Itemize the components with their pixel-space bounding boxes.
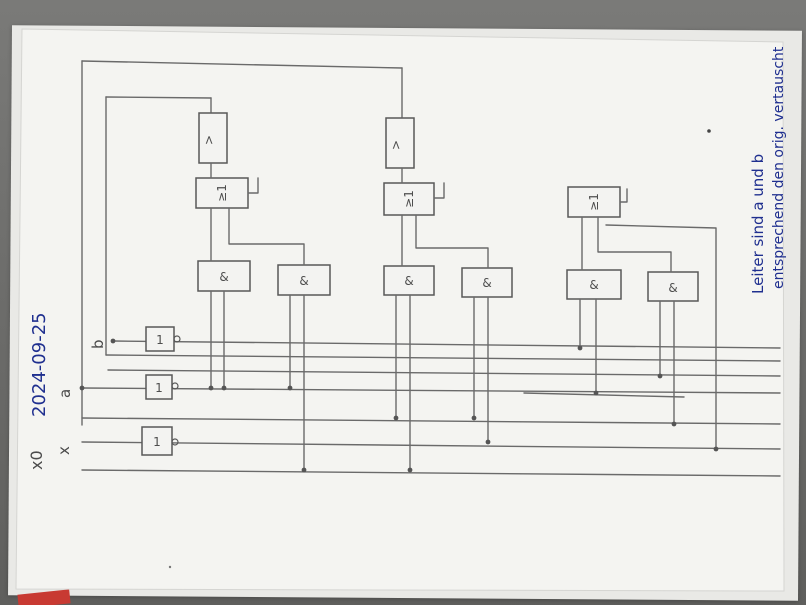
bus-line-a xyxy=(81,387,781,394)
col2-and-label-2: & xyxy=(482,276,491,290)
top-long-wire xyxy=(81,60,403,69)
col3-wire-4 xyxy=(619,188,628,203)
col3-and-gate-1 xyxy=(566,269,622,300)
col2-or-gate xyxy=(383,182,435,216)
col1-and-label-2: & xyxy=(299,274,308,288)
col1-wire-3 xyxy=(228,207,305,266)
col2-wire-3 xyxy=(415,214,489,269)
col3-and-label-1: & xyxy=(589,278,598,292)
bus-line-5 xyxy=(107,369,781,377)
col2-and-gate-1 xyxy=(383,265,435,296)
col1-buffer-label: > xyxy=(202,135,216,145)
not-gate-b xyxy=(145,326,175,352)
col1-or-label: ≥1 xyxy=(215,184,229,202)
col2-or-label: ≥1 xyxy=(402,190,416,208)
logic-column-2: > ≥1 & & xyxy=(383,67,513,471)
col3-and-gate-2 xyxy=(647,271,699,302)
col3-wire-2 xyxy=(597,216,672,273)
junction-dot-3 xyxy=(208,385,214,391)
paper-surface xyxy=(16,29,784,591)
junction-dot-10 xyxy=(485,439,491,445)
junction-dot-12 xyxy=(593,390,599,396)
pencil-mark-1 xyxy=(707,129,711,133)
top-short-wire xyxy=(105,96,212,99)
handwritten-note: Leiter sind a und b entsprechend den ori… xyxy=(749,46,787,294)
col3-wire-3 xyxy=(605,224,717,450)
junction-dot-4 xyxy=(221,385,227,391)
logic-column-3: ≥1 & & xyxy=(523,186,717,450)
not-gate-a-label: 1 xyxy=(155,381,163,395)
bus-line-x0 xyxy=(81,469,781,477)
bus-line-x xyxy=(81,441,781,450)
label-x: x xyxy=(55,446,73,455)
junction-dot-14 xyxy=(671,421,677,427)
junction-dot-1 xyxy=(79,385,85,391)
junction-dot-9 xyxy=(471,415,477,421)
junction-dot-2 xyxy=(110,338,116,344)
input-labels: x0 x a b xyxy=(27,339,107,470)
col1-and-label-1: & xyxy=(219,270,228,284)
handwritten-date: 2024-09-25 xyxy=(29,312,50,417)
junction-dots xyxy=(79,338,719,473)
bus-line-4 xyxy=(81,417,781,425)
col2-buffer xyxy=(385,117,415,169)
note-line-2: entsprechend den orig. vertauscht xyxy=(771,46,787,289)
not-gate-b-label: 1 xyxy=(156,333,164,347)
not-gate-x-bubble xyxy=(171,438,179,446)
not-gate-x-label: 1 xyxy=(153,435,161,449)
logic-column-1: > ≥1 & & xyxy=(195,97,331,471)
bus-line-6 xyxy=(105,354,781,362)
junction-dot-7 xyxy=(393,415,399,421)
label-a: a xyxy=(56,389,74,398)
left-input-gates: 1 1 1 xyxy=(141,326,181,456)
col2-buffer-label: > xyxy=(389,140,403,150)
not-gate-a-bubble xyxy=(171,382,179,390)
col2-and-label-1: & xyxy=(404,274,413,288)
col1-or-gate xyxy=(195,177,249,209)
label-b: b xyxy=(89,339,107,349)
col1-buffer xyxy=(198,112,228,164)
col2-wire-4 xyxy=(433,182,445,199)
not-gate-b-bubble xyxy=(173,335,181,343)
junction-dot-13 xyxy=(657,373,663,379)
col3-or-label: ≥1 xyxy=(587,193,601,211)
not-gate-x xyxy=(141,426,173,456)
col3-and-label-2: & xyxy=(668,281,677,295)
junction-dot-15 xyxy=(713,446,719,452)
col3-extra-short-wire xyxy=(523,392,685,398)
col3-or-gate xyxy=(567,186,621,218)
junction-dot-6 xyxy=(301,467,307,473)
junction-dot-8 xyxy=(407,467,413,473)
col2-and-gate-2 xyxy=(461,267,513,298)
paper-edge xyxy=(15,28,785,592)
col1-wire-4 xyxy=(247,177,259,194)
junction-dot-11 xyxy=(577,345,583,351)
label-x0: x0 xyxy=(27,450,46,470)
pencil-mark-2 xyxy=(168,565,172,569)
note-line-1: Leiter sind a und b xyxy=(749,154,767,294)
junction-dot-5 xyxy=(287,385,293,391)
